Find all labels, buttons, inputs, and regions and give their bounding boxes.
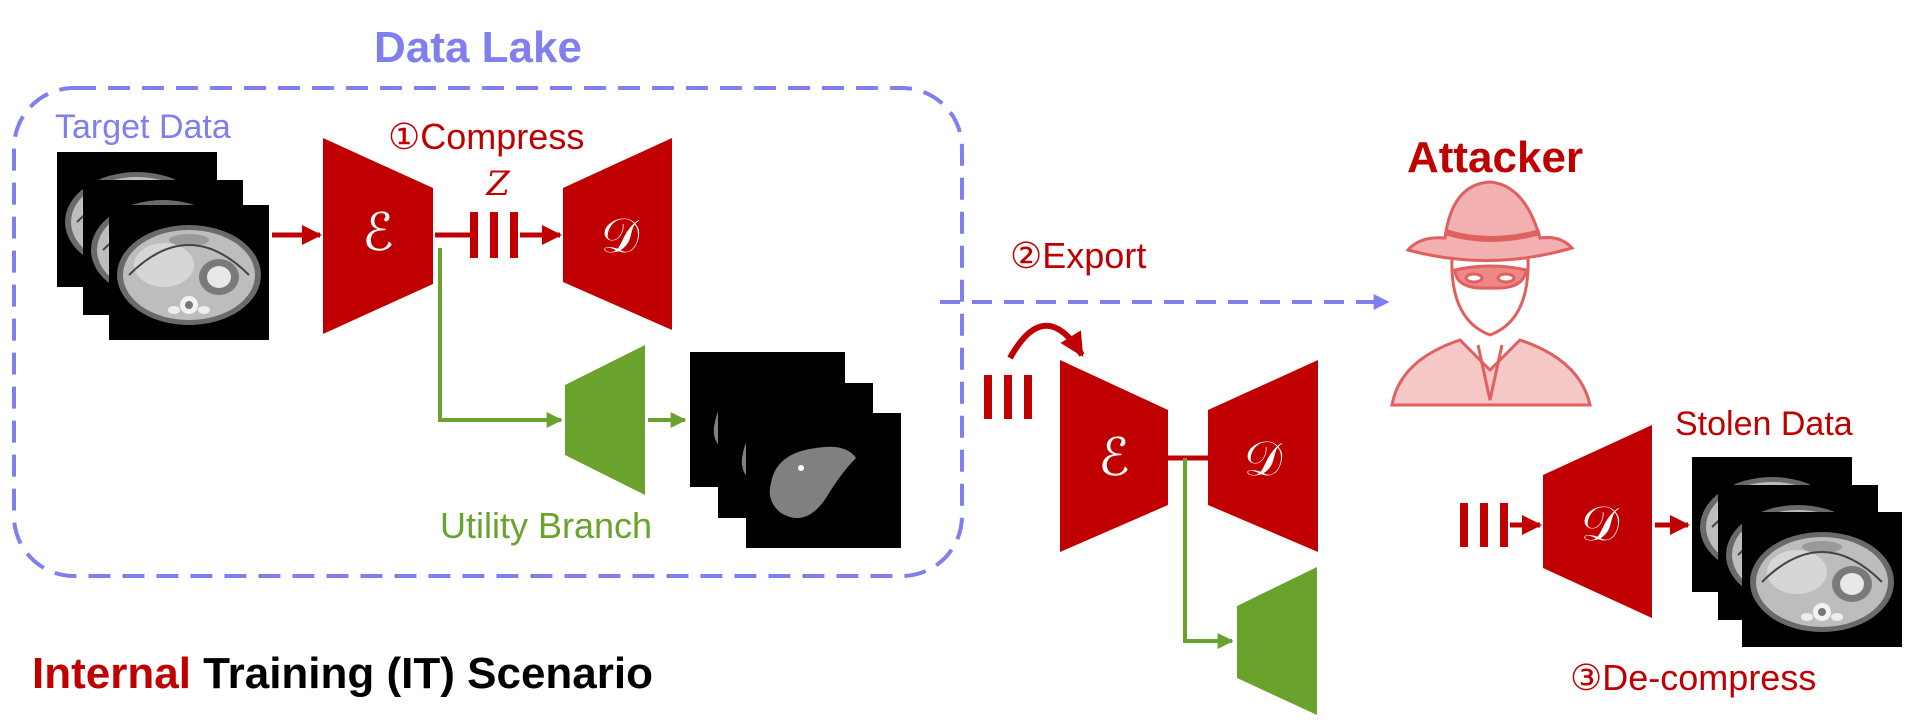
compress-label: ①Compress [388, 116, 584, 157]
stolen-data-stack [1691, 456, 1903, 648]
attacker-label: Attacker [1407, 133, 1583, 182]
segmentation-mask-stack [690, 352, 901, 548]
decoder-trapezoid [563, 138, 672, 330]
exported-encoder [1060, 360, 1168, 552]
latent-z-label: Z [485, 164, 511, 204]
utility-branch-label: Utility Branch [440, 505, 652, 546]
target-data-label: Target Data [55, 108, 231, 146]
scenario-highlight: Internal [32, 649, 191, 698]
data-lake-boundary [12, 86, 964, 578]
utility-head [565, 345, 645, 495]
encoder-trapezoid [323, 138, 433, 334]
exported-decoder [1208, 360, 1318, 552]
exported-encoder-symbol: ℰ [1098, 428, 1129, 488]
scenario-rest: Training (IT) Scenario [191, 649, 653, 698]
reuse-curved-arrow [1007, 322, 1085, 360]
middle-latent-code-bars [984, 375, 1032, 419]
attacker-hat-icon [1390, 180, 1592, 407]
target-data-stack [56, 151, 270, 341]
stolen-data-label: Stolen Data [1675, 405, 1853, 443]
attacker-decoder-symbol: 𝒟 [1581, 496, 1620, 552]
decompress-label: ③De-compress [1570, 657, 1816, 698]
decoder-symbol: 𝒟 [601, 208, 640, 264]
stolen-latent-code-bars [1460, 503, 1508, 547]
attacker-decoder [1543, 425, 1652, 618]
utility-branch-line [438, 248, 563, 428]
exported-utility-head [1237, 567, 1317, 715]
encoder-symbol: ℰ [362, 203, 393, 263]
exported-utility-line [1183, 458, 1234, 649]
latent-code-bars [470, 212, 518, 258]
scenario-caption: Internal Training (IT) Scenario [32, 649, 653, 698]
exported-decoder-symbol: 𝒟 [1244, 431, 1283, 487]
export-label: ②Export [1010, 235, 1146, 276]
data-lake-title: Data Lake [374, 23, 582, 72]
